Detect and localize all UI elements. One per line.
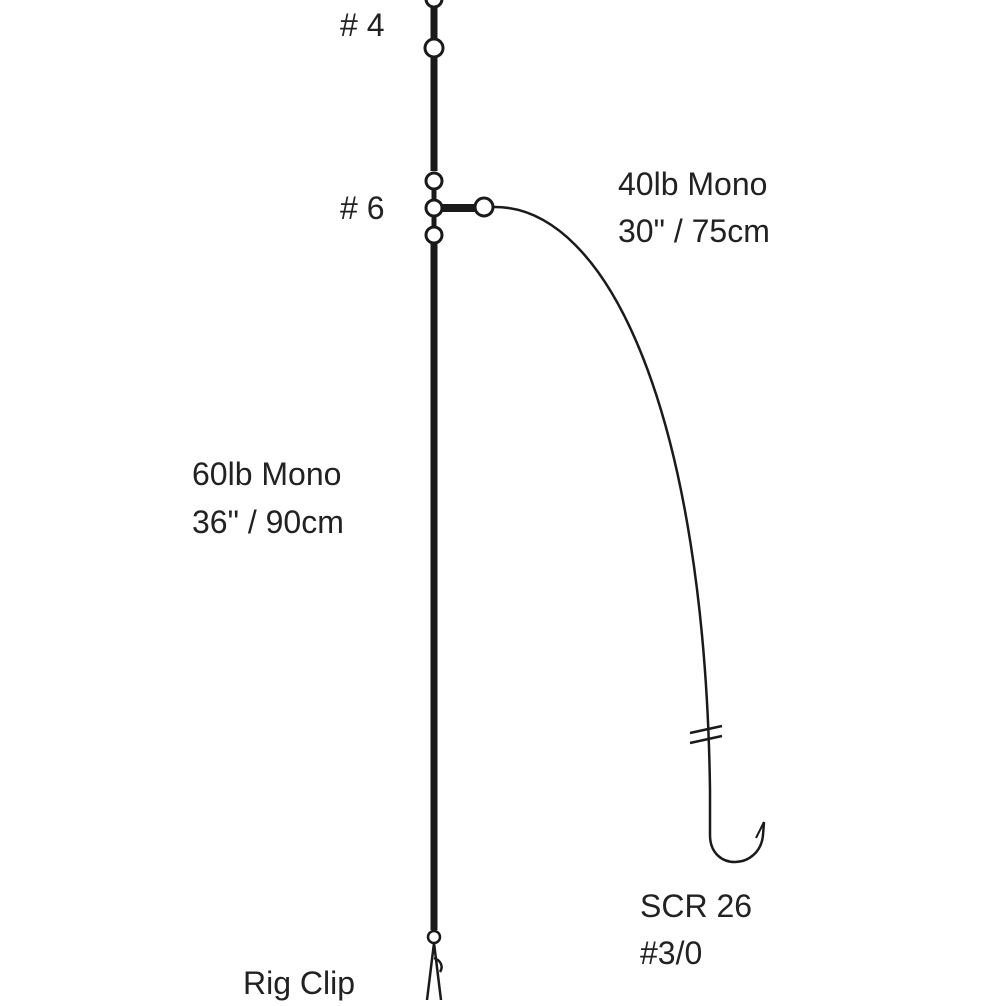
hook-model-label: SCR 26 (640, 888, 753, 924)
snood-length-label: 30" / 75cm (618, 213, 770, 249)
main-line-label: 60lb Mono (192, 456, 342, 492)
crimp-mark-upper (689, 724, 723, 735)
crimp-marks (689, 724, 723, 745)
swivel-6 (424, 171, 495, 245)
swivel-4-label: # 4 (340, 7, 385, 43)
swivel-6-upper-ring (424, 171, 444, 191)
hook-shank-bend (708, 790, 766, 864)
main-length-label: 36" / 90cm (192, 504, 344, 540)
rig-clip-ring (426, 929, 442, 945)
hook (708, 790, 766, 864)
rig-clip-body (425, 942, 443, 1001)
snood-ring (473, 196, 495, 218)
rig-clip (425, 929, 443, 1001)
swivel-6-lower-ring (424, 225, 444, 245)
crimp-mark-lower (689, 734, 723, 745)
swivel-4-lower-ring (423, 37, 445, 59)
swivel-6-center-ring (424, 198, 444, 218)
snood-line-label: 40lb Mono (618, 166, 768, 202)
swivel-4 (423, 0, 445, 59)
rig-clip-label: Rig Clip (243, 965, 356, 1001)
hook-barb (755, 821, 765, 839)
hook-size-label: #3/0 (640, 935, 703, 971)
swivel-6-label: # 6 (340, 190, 385, 226)
swivel-4-upper-ring (424, 0, 444, 9)
snood-line (492, 205, 712, 791)
